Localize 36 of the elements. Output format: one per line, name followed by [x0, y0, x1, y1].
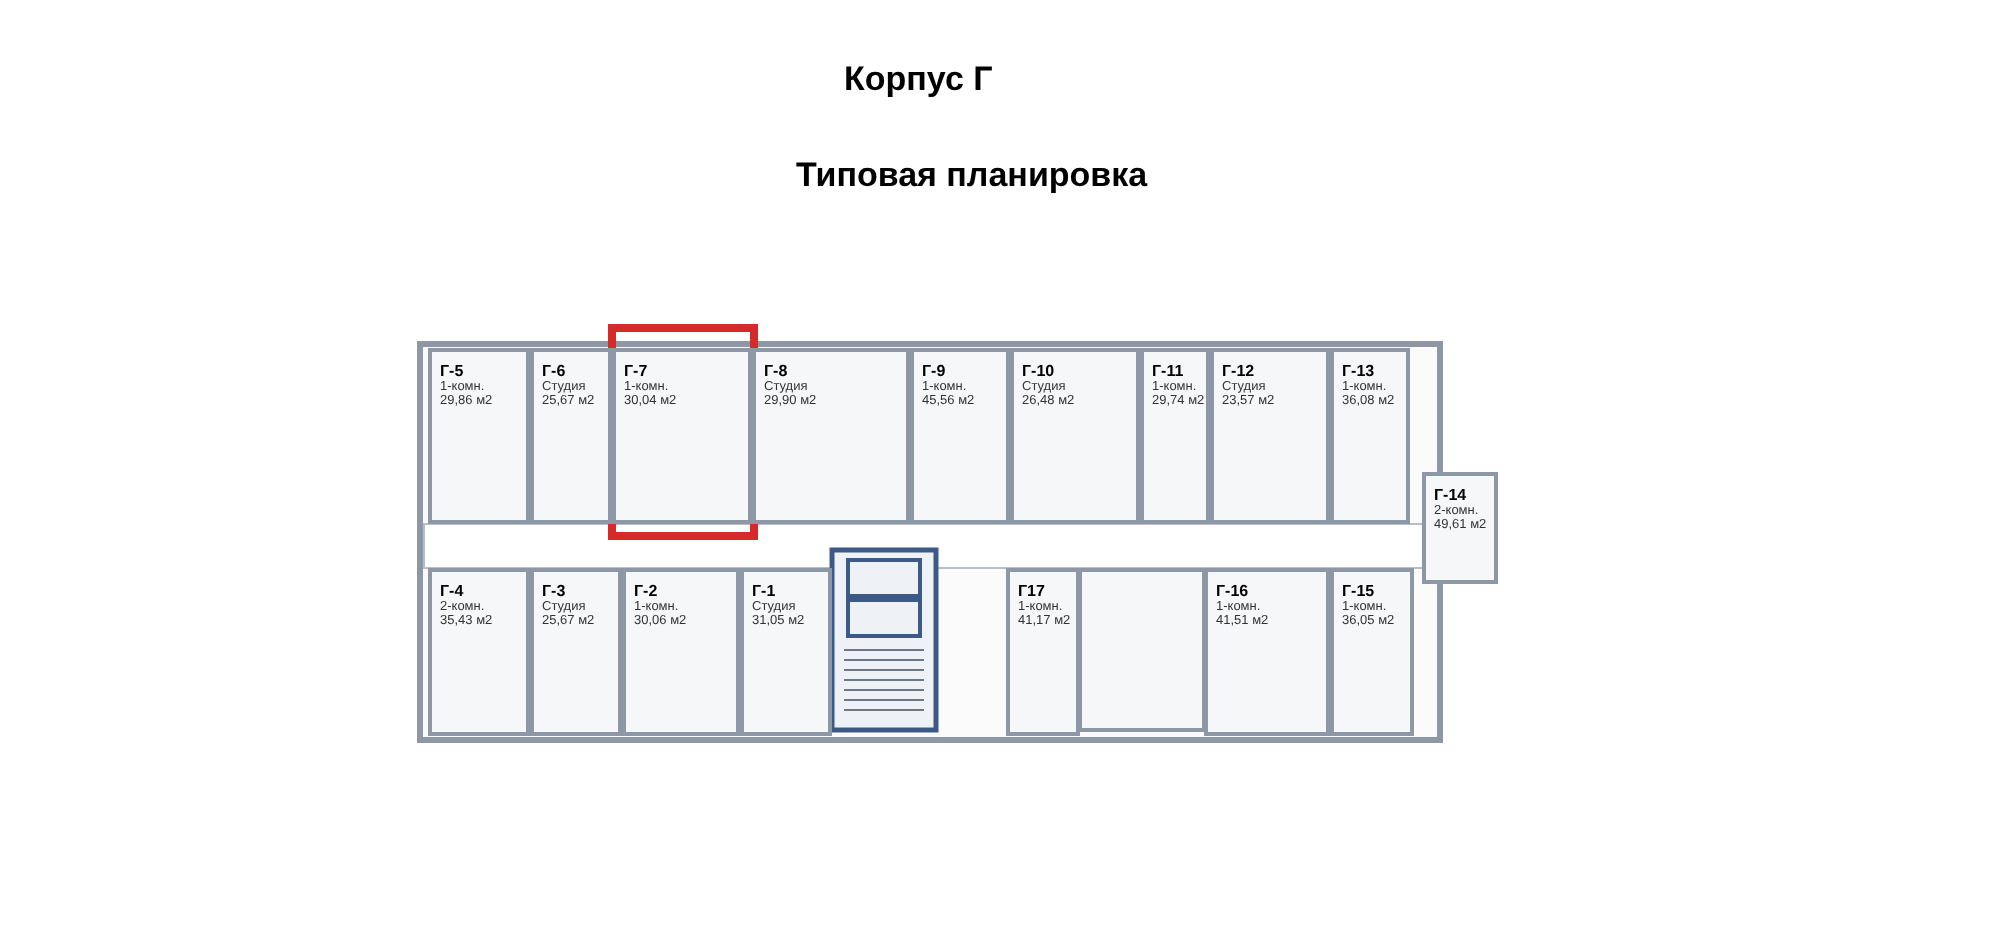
apartment-room	[1010, 348, 1140, 524]
apartment-room	[1330, 568, 1414, 736]
title: Корпус Г	[844, 60, 993, 100]
unit-number: Г-13	[1342, 364, 1377, 379]
apartment-room	[428, 348, 530, 524]
unit-number: Г-4	[440, 584, 466, 599]
unit-number: Г-14	[1434, 488, 1469, 503]
apartment-room	[1330, 348, 1410, 524]
unit-number: Г-11	[1152, 364, 1186, 379]
apartment-room	[1006, 568, 1080, 736]
unit-number: Г-6	[542, 364, 568, 379]
unit-number: Г-1	[752, 584, 778, 599]
unit-number: Г17	[1018, 584, 1047, 599]
apartment-room	[752, 348, 910, 524]
unit-number: Г-16	[1216, 584, 1251, 599]
apartment-room	[622, 568, 740, 736]
apartment-room	[1204, 568, 1330, 736]
unit-number: Г-3	[542, 584, 568, 599]
apartment-room	[1210, 348, 1330, 524]
unit-number: Г-8	[764, 364, 790, 379]
apartment-room	[1422, 472, 1498, 584]
unit-number: Г-5	[440, 364, 466, 379]
unit-number: Г-10	[1022, 364, 1057, 379]
unit-number: Г-12	[1222, 364, 1257, 379]
unit-number: Г-15	[1342, 584, 1377, 599]
unit-number: Г-7	[624, 364, 650, 379]
unit-number: Г-2	[634, 584, 660, 599]
apartment-room	[530, 348, 612, 524]
apartment-room	[612, 348, 752, 524]
subtitle: Типовая планировка	[796, 156, 1148, 196]
apartment-room	[428, 568, 530, 736]
apartment-room	[1140, 348, 1210, 524]
unit-number: Г-9	[922, 364, 948, 379]
apartment-room	[740, 568, 832, 736]
apartment-room	[530, 568, 622, 736]
apartment-room	[910, 348, 1010, 524]
